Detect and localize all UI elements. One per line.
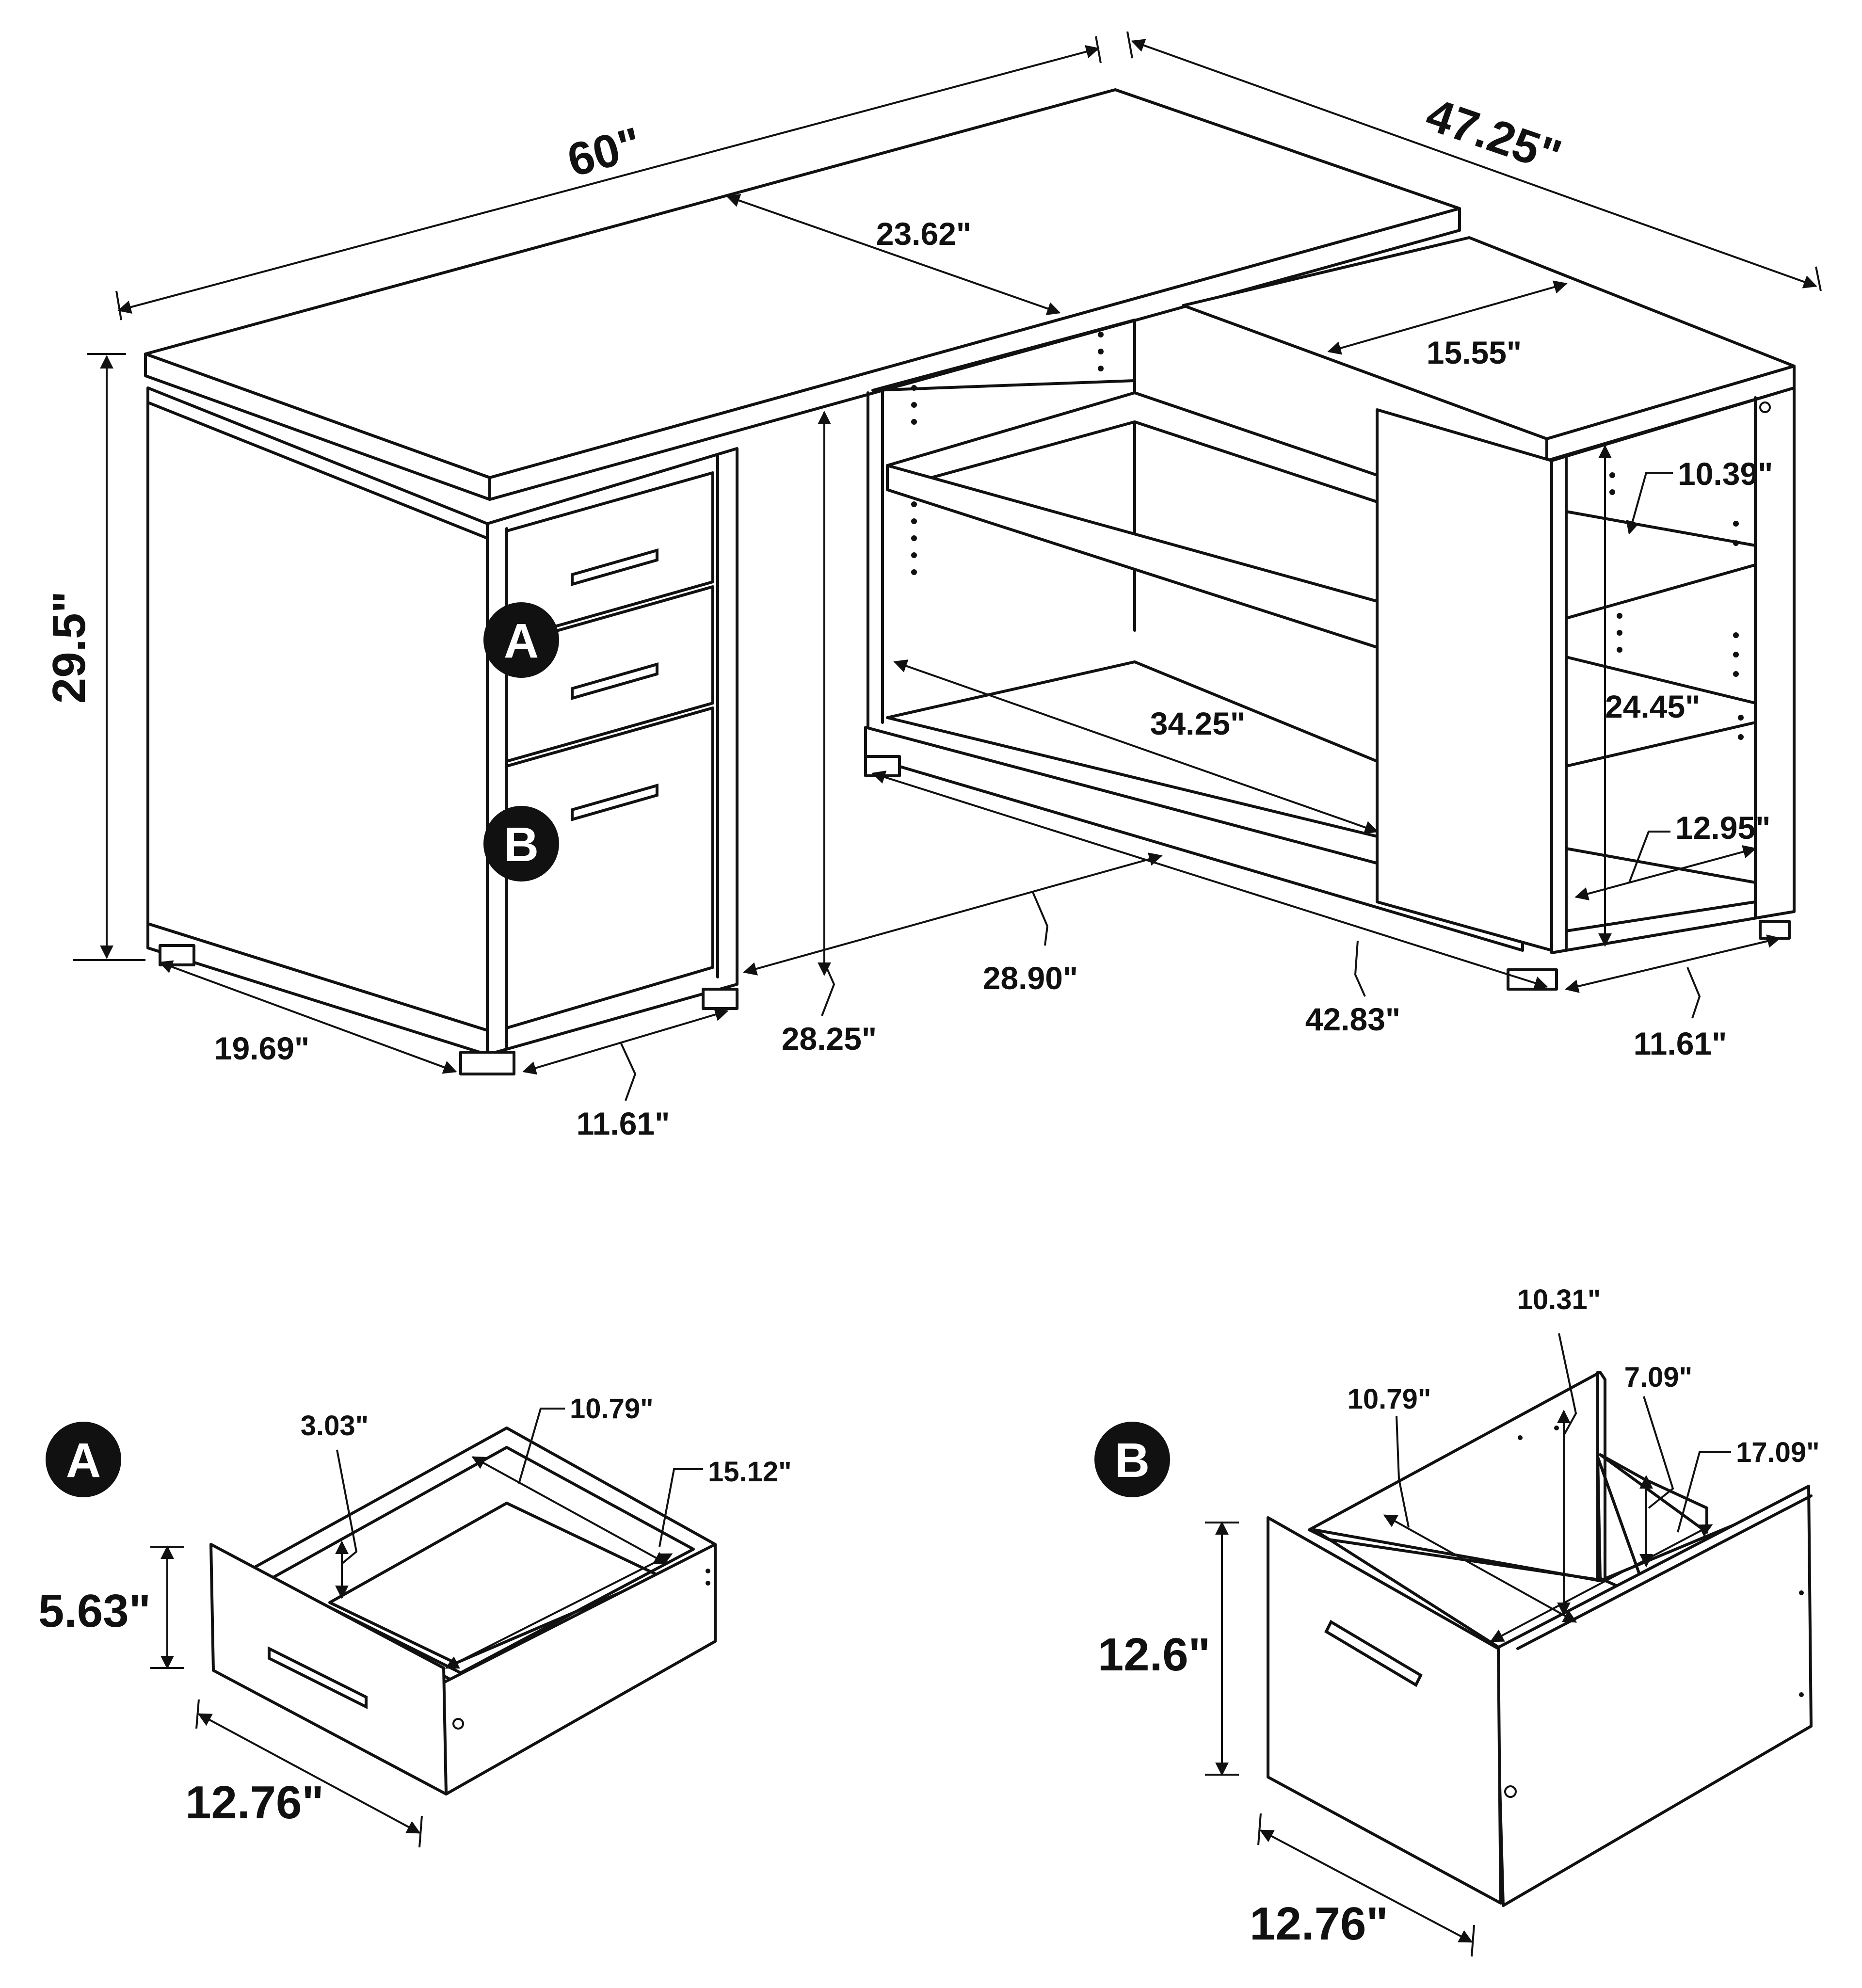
drawer-3-front bbox=[505, 706, 714, 1029]
return-top-width-label: 15.55" bbox=[1427, 335, 1522, 370]
pedestal-width-label: 11.61" bbox=[577, 1106, 670, 1141]
pedestal-side bbox=[146, 386, 489, 1032]
knee-height-label: 28.25" bbox=[782, 1021, 877, 1057]
overall-width-label: 60" bbox=[562, 117, 647, 187]
return-depth-label: 11.61" bbox=[1634, 1026, 1727, 1061]
drawer-a-front-height-label: 5.63" bbox=[38, 1585, 151, 1637]
shelf-height-label: 24.45" bbox=[1605, 689, 1700, 724]
side-unit-foot bbox=[1507, 968, 1558, 991]
middle-shelf-front bbox=[886, 464, 1379, 649]
drawer-1-handle bbox=[571, 548, 658, 586]
svg-text:A: A bbox=[66, 1433, 101, 1488]
svg-text:B: B bbox=[1115, 1433, 1150, 1488]
drawer-b-front-height-label: 12.6" bbox=[1098, 1629, 1210, 1681]
pedestal-foot bbox=[459, 1051, 515, 1075]
return-length-label: 42.83" bbox=[1305, 1001, 1400, 1037]
drawer-a-badge: A bbox=[46, 1422, 121, 1497]
upper-shelf-depth-label: 10.39" bbox=[1678, 456, 1773, 492]
drawer-2-front bbox=[505, 585, 714, 763]
drawer-a-inner-height-label: 3.03" bbox=[301, 1410, 369, 1442]
drawer-b-badge: B bbox=[1094, 1422, 1170, 1497]
pedestal-foot bbox=[702, 988, 738, 1010]
side-shelf-2 bbox=[1565, 656, 1757, 768]
drawer-a-handle bbox=[268, 1646, 368, 1709]
marker-b-badge: B bbox=[483, 806, 559, 882]
bookcase-divider bbox=[1376, 408, 1553, 952]
drawer-a-inner-width-label: 10.79" bbox=[570, 1393, 654, 1425]
drawer-b-side-height-label: 7.09" bbox=[1624, 1362, 1692, 1393]
shelf-pin-holes bbox=[911, 332, 1744, 740]
side-unit-foot bbox=[1759, 920, 1791, 940]
inner-width-label: 28.90" bbox=[983, 960, 1078, 996]
drawer-a-inner-depth-label: 15.12" bbox=[708, 1456, 792, 1488]
overall-depth-label: 47.25" bbox=[1420, 88, 1568, 182]
drawer-b-dimensions: 10.31" 10.79" 7.09" 17.09" 12.6" 12.76" bbox=[1098, 1284, 1820, 1957]
side-shelf-1 bbox=[1565, 510, 1757, 620]
bookcase-foot bbox=[864, 755, 901, 777]
pedestal-depth-label: 19.69" bbox=[214, 1030, 309, 1066]
drawer-b-illustration: B bbox=[1094, 1371, 1813, 1907]
drawer-b-handle bbox=[1324, 1619, 1423, 1687]
marker-a-badge: A bbox=[483, 602, 559, 678]
drawer-b-front-width-label: 12.76" bbox=[1250, 1898, 1388, 1950]
drawer-b-inner-width-label: 10.79" bbox=[1348, 1383, 1431, 1415]
drawer-a-dimensions: 3.03" 10.79" 15.12" 5.63" 12.76" bbox=[38, 1393, 792, 1848]
overall-height-label: 29.5" bbox=[43, 591, 95, 704]
top-depth-label: 23.62" bbox=[876, 216, 971, 252]
svg-text:B: B bbox=[504, 818, 539, 872]
knee-width-label: 34.25" bbox=[1150, 705, 1245, 741]
drawer-1-front bbox=[505, 471, 714, 641]
pedestal-foot bbox=[159, 944, 195, 966]
lower-shelf-depth-label: 12.95" bbox=[1675, 810, 1770, 846]
svg-text:A: A bbox=[504, 614, 539, 668]
drawer-b-rail-height-label: 10.31" bbox=[1517, 1284, 1601, 1315]
drawer-3-handle bbox=[571, 784, 658, 821]
drawer-a-front-width-label: 12.76" bbox=[185, 1777, 324, 1828]
drawer-b-inner-depth-label: 17.09" bbox=[1736, 1437, 1820, 1468]
desk-dimensions: 60" 47.25" 29.5" 23.62" 15.55" 10.39" 34… bbox=[43, 31, 1822, 1141]
drawer-2-handle bbox=[571, 662, 658, 700]
